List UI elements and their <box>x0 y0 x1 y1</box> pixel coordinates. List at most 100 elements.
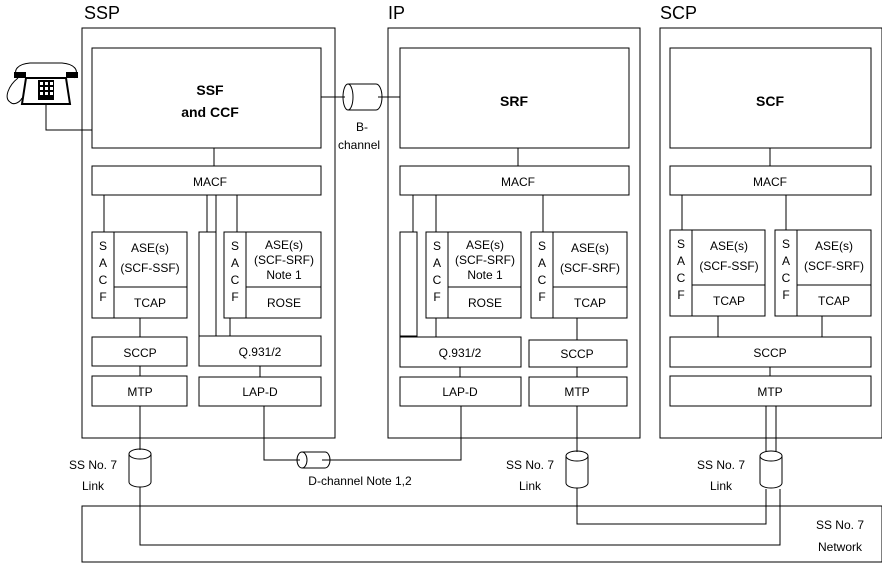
ip-sacf-1-a: A <box>433 256 441 270</box>
ssp-sacf-1-f: F <box>99 290 106 304</box>
ip-macf-label: MACF <box>501 175 535 189</box>
ss7-link-3-icon <box>759 450 783 489</box>
ssp-mtp <box>91 375 188 407</box>
ssp-ase-2-line2: (SCF-SRF) <box>254 253 314 267</box>
d-channel-label: D-channel Note 1,2 <box>308 474 412 488</box>
scp-title: SCP <box>660 3 697 23</box>
scp-sacf-1-c: C <box>677 271 686 285</box>
ssp-title: SSP <box>84 3 120 23</box>
ssp-sacf-2-c: C <box>231 273 240 287</box>
scp-sacf-2-c: C <box>782 271 791 285</box>
ssp-lapd-label: LAP-D <box>242 385 278 399</box>
ssp-macf-box <box>91 165 322 196</box>
ip-sacf-2-a: A <box>538 256 546 270</box>
scp-main-label: SCF <box>756 93 784 109</box>
b-channel-icon <box>342 83 383 111</box>
ip-sacf-2-f: F <box>538 290 545 304</box>
ip-sccp-label: SCCP <box>560 347 593 361</box>
scp-sccp-label: SCCP <box>753 346 786 360</box>
scp-tcap-2 <box>796 284 872 317</box>
ssp-tcap-label: TCAP <box>134 296 166 310</box>
ssp-rose <box>245 286 322 319</box>
ip-ase-1-line2: (SCF-SRF) <box>455 253 515 267</box>
ssp-lapd <box>198 376 322 407</box>
scp-ase-1-line1: ASE(s) <box>710 239 748 253</box>
scp-tcap-2-label: TCAP <box>818 294 850 308</box>
ip-q931 <box>399 336 522 368</box>
scp-macf-box <box>669 165 872 196</box>
scp-ase-2-line1: ASE(s) <box>815 239 853 253</box>
ip-macf-box <box>399 165 630 196</box>
ip-tcap <box>552 286 628 319</box>
ssp-sccp-label: SCCP <box>123 346 156 360</box>
ip-rose <box>447 286 522 319</box>
ip-q931-stub <box>399 231 418 337</box>
ip-title: IP <box>388 3 405 23</box>
ip-sacf-1-s: S <box>433 239 441 253</box>
ss7-link-2-label-line1: SS No. 7 <box>506 458 554 472</box>
ssp-sacf-2-a: A <box>231 256 239 270</box>
scp-ase-2-line2: (SCF-SRF) <box>804 259 864 273</box>
ssp-macf-label: MACF <box>193 175 227 189</box>
ip-ase-1 <box>447 231 522 288</box>
telephone-icon <box>6 62 78 105</box>
ip-srf-box <box>399 47 630 149</box>
ip-ase-2-line1: ASE(s) <box>571 241 609 255</box>
ssp-q931 <box>198 335 322 367</box>
ip-mtp <box>528 376 628 407</box>
ip-sacf-2-c: C <box>538 273 547 287</box>
ss7-link-2-icon <box>565 450 589 489</box>
scp-ase-1-line2: (SCF-SSF) <box>699 259 758 273</box>
ip-lapd <box>399 376 522 407</box>
ss7-link-1-label-line2: Link <box>82 479 105 493</box>
ssp-sacf-1-a: A <box>99 256 107 270</box>
ssp-ase-1-line1: ASE(s) <box>131 241 169 255</box>
ssp-sacf-2-f: F <box>231 290 238 304</box>
ip-tcap-label: TCAP <box>574 296 606 310</box>
scp-scf-box <box>669 47 872 149</box>
ssp-ase-2-line3: Note 1 <box>266 268 302 282</box>
scp-sacf-2-f: F <box>782 288 789 302</box>
scp-mtp <box>669 375 872 407</box>
network-label-line1: SS No. 7 <box>816 518 864 532</box>
ss7-network-box <box>81 505 882 563</box>
ip-sacf-1-c: C <box>433 273 442 287</box>
ssp-sccp <box>91 336 188 367</box>
ss7-link-3-label-line2: Link <box>710 479 733 493</box>
ip-sccp <box>528 339 628 368</box>
ssp-tcap <box>113 286 188 319</box>
ss7-link-1-label-line1: SS No. 7 <box>69 458 117 472</box>
scp-tcap-1-label: TCAP <box>713 294 745 308</box>
scp-sacf-2-s: S <box>782 237 790 251</box>
scp-sacf-2-a: A <box>782 254 790 268</box>
ip-ase-2-line2: (SCF-SRF) <box>560 261 620 275</box>
scp-mtp-label: MTP <box>757 385 782 399</box>
ssp-ase-1 <box>113 231 188 288</box>
scp-sacf-1-f: F <box>677 288 684 302</box>
scp-ase-2 <box>796 229 872 286</box>
ip-lapd-label: LAP-D <box>442 385 478 399</box>
d-channel-icon <box>296 451 331 469</box>
ssp-ase-1-line2: (SCF-SSF) <box>120 261 179 275</box>
ip-ase-1-line3: Note 1 <box>467 268 503 282</box>
phone-line <box>45 104 92 131</box>
ssp-mtp-label: MTP <box>127 385 152 399</box>
b-channel-label-line1: B- <box>356 120 368 134</box>
scp-sacf-1-s: S <box>677 237 685 251</box>
scp-sacf-1-a: A <box>677 254 685 268</box>
ssp-q931-label: Q.931/2 <box>239 345 282 359</box>
ssp-main-line1: SSF <box>196 82 224 98</box>
ssp-ase-2 <box>245 231 322 288</box>
ssp-sacf-1-s: S <box>99 239 107 253</box>
ssp-ssf-ccf-box <box>91 47 322 149</box>
ip-ase-1-line1: ASE(s) <box>466 238 504 252</box>
ssp-rose-label: ROSE <box>267 296 301 310</box>
ip-rose-label: ROSE <box>468 296 502 310</box>
ip-main-label: SRF <box>500 93 528 109</box>
ss7-link-3-label-line1: SS No. 7 <box>697 458 745 472</box>
ssp-sacf-2-s: S <box>231 239 239 253</box>
ss7-link-2-label-line2: Link <box>519 479 542 493</box>
ip-sacf-1-f: F <box>433 290 440 304</box>
ssp-sacf-1-c: C <box>99 273 108 287</box>
